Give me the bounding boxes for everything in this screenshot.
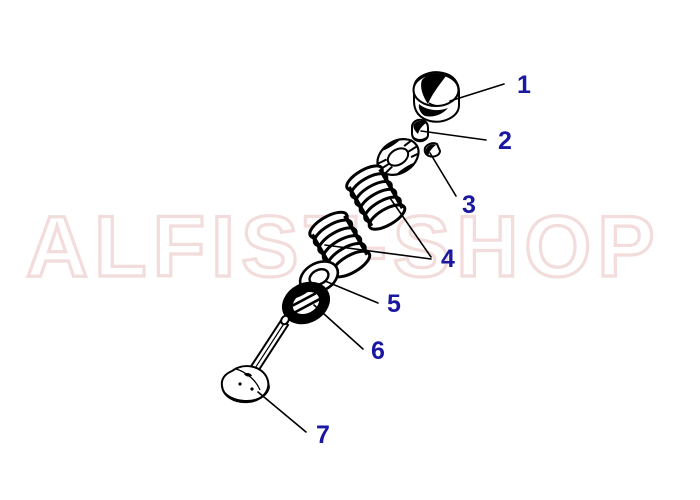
leader-line-3 xyxy=(429,152,457,197)
leader-line-7 xyxy=(257,391,307,433)
leader-line-1 xyxy=(449,83,505,102)
part-spring-retainer xyxy=(376,138,420,176)
callout-label-7[interactable]: 7 xyxy=(316,421,330,449)
callout-label-4[interactable]: 4 xyxy=(441,245,455,273)
part-valve-shim xyxy=(411,118,429,143)
part-valve-tappet-cap xyxy=(412,71,460,123)
leader-line-5 xyxy=(324,280,379,304)
leader-line-4b xyxy=(324,244,432,260)
callout-label-1[interactable]: 1 xyxy=(517,71,531,99)
leader-lines xyxy=(257,83,505,433)
part-valve xyxy=(220,314,290,404)
callout-labels: 1 2 3 4 5 6 7 xyxy=(316,71,531,449)
leader-line-6 xyxy=(313,304,364,350)
callout-label-3[interactable]: 3 xyxy=(462,191,476,219)
leader-line-2 xyxy=(420,130,487,141)
callout-label-2[interactable]: 2 xyxy=(498,127,512,155)
callout-label-6[interactable]: 6 xyxy=(371,337,385,365)
part-valve-collet xyxy=(423,142,442,158)
part-valve-spring-upper xyxy=(345,164,407,231)
part-valve-stem-oil-seal xyxy=(282,281,330,325)
callout-label-5[interactable]: 5 xyxy=(387,290,401,318)
leader-line-4a xyxy=(389,197,432,258)
